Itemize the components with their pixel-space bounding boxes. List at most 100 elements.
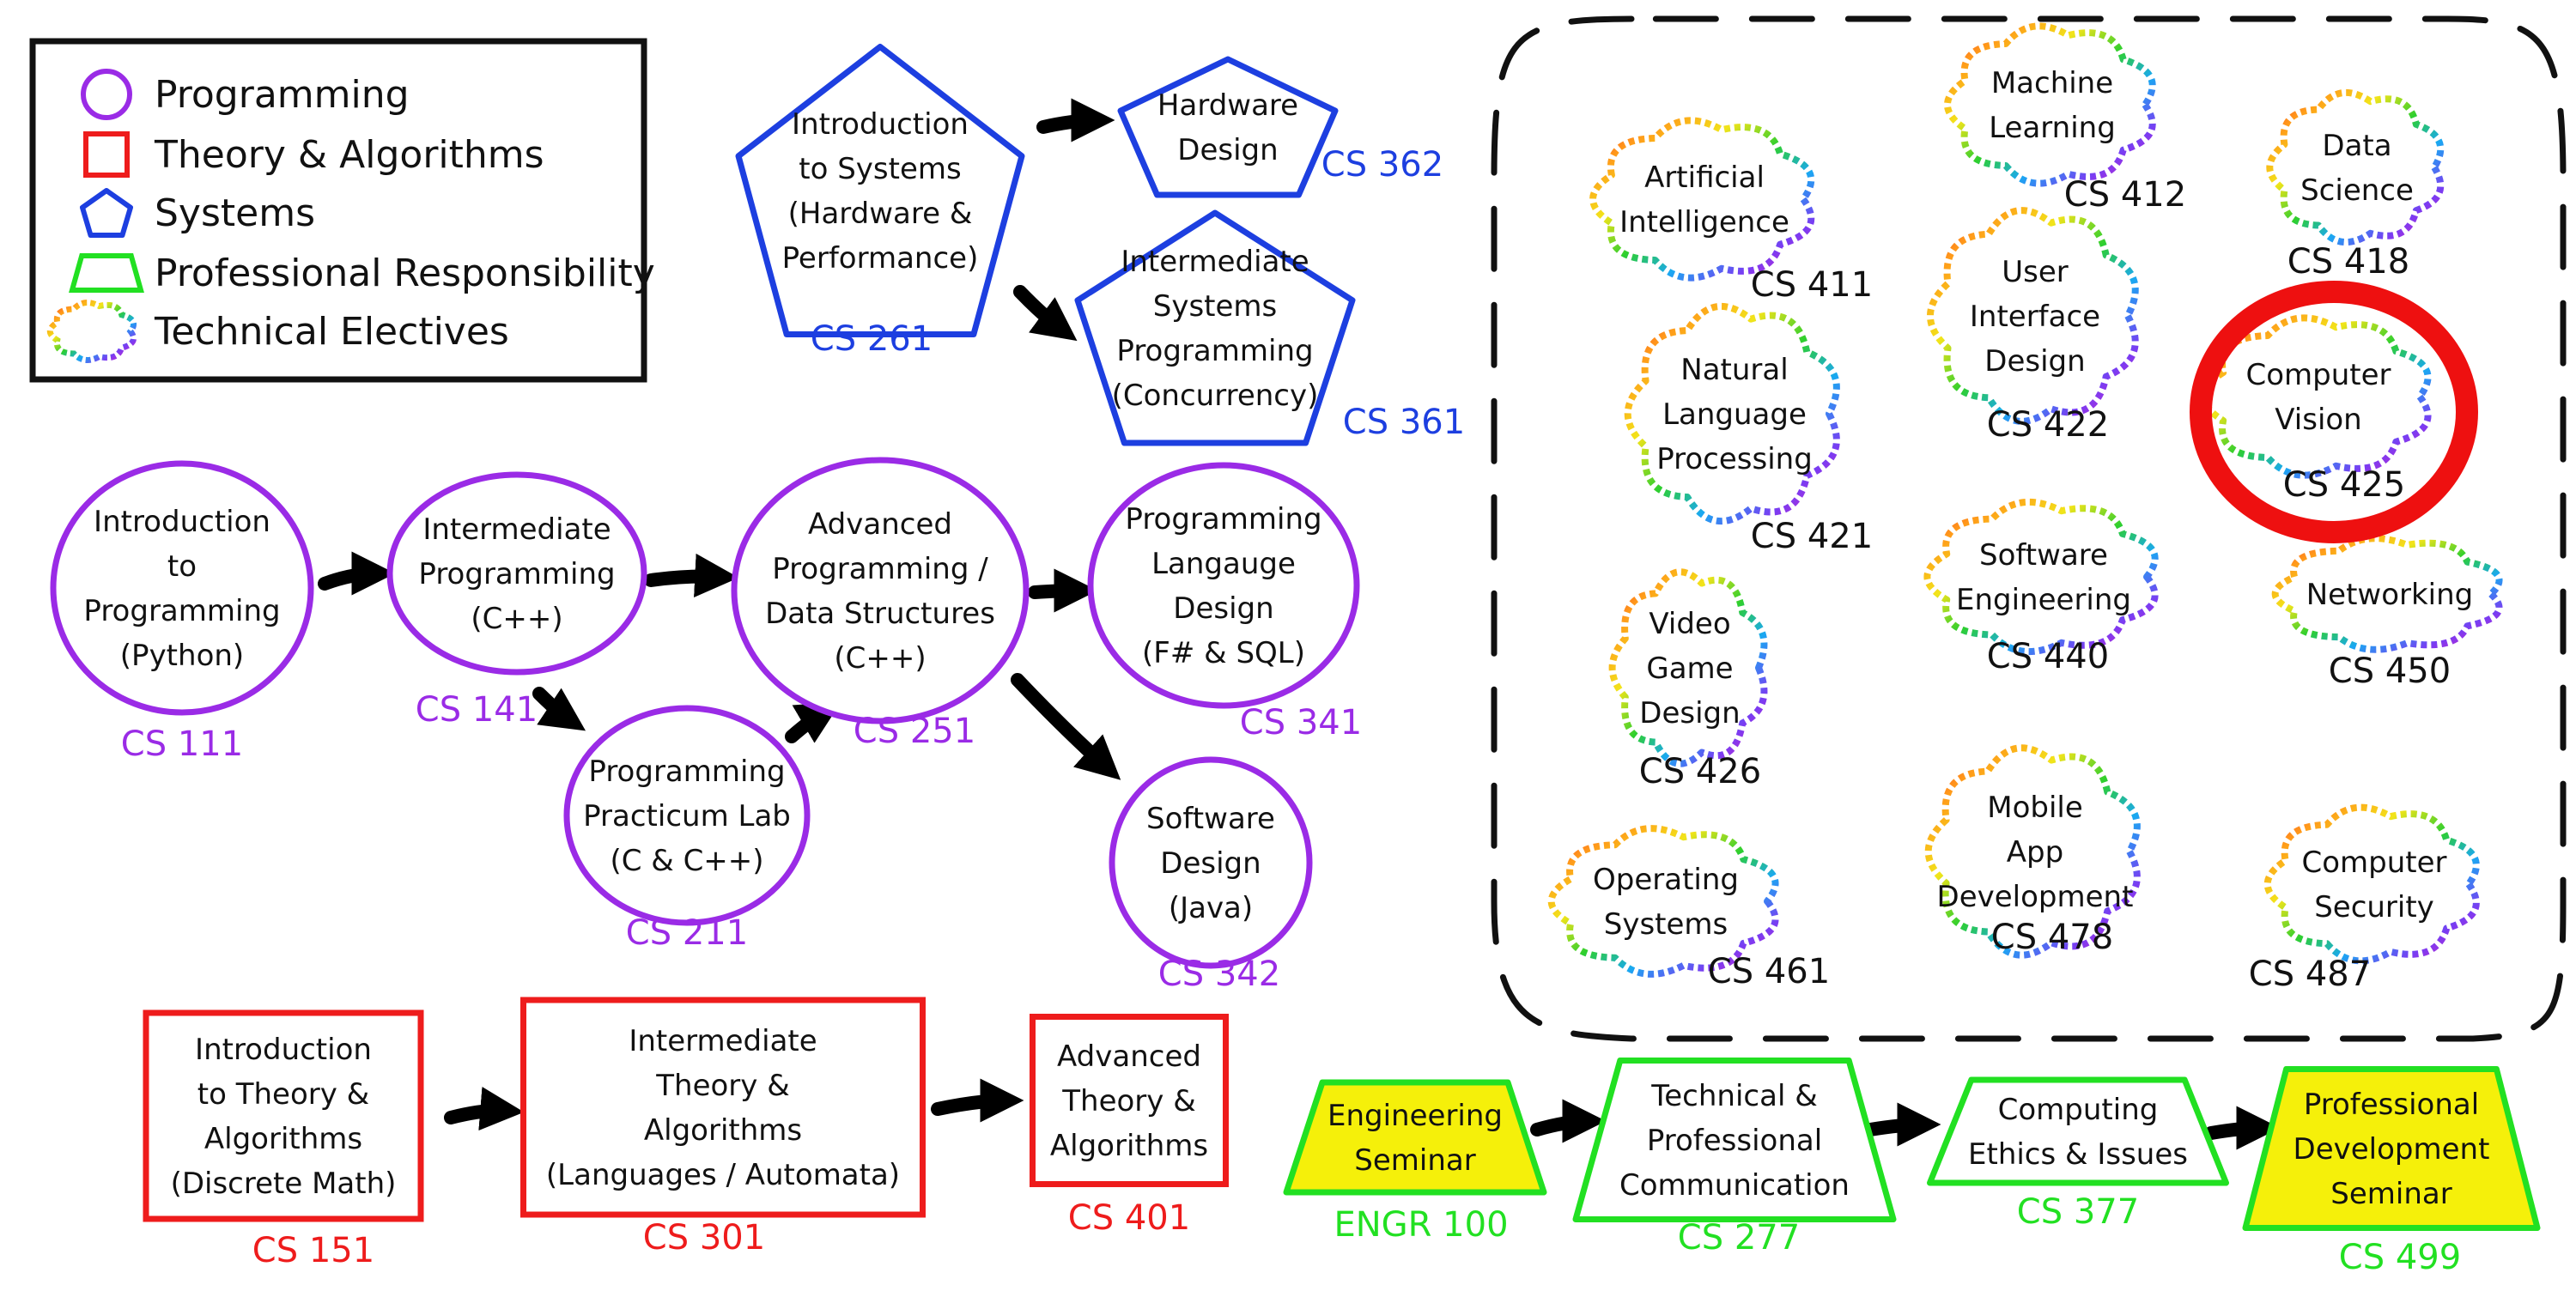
cs361-title-line: Programming (1116, 334, 1313, 368)
cs301-title-line: Intermediate (629, 1024, 817, 1058)
arrow-cs301-cs401 (931, 1078, 1024, 1123)
cs362-code: CS 362 (1321, 145, 1443, 185)
arrow-cs151-cs301 (444, 1087, 525, 1131)
legend-circle-icon (81, 69, 132, 120)
cs499-title-line: Seminar (2330, 1177, 2451, 1211)
cs411-title-line: Intelligence (1619, 205, 1789, 239)
elective-cs411-shape (1589, 117, 1815, 282)
course-cs499-shape (2242, 1066, 2541, 1231)
cs342-title-line: Software (1146, 802, 1275, 836)
course-cs251-shape (731, 457, 1030, 724)
course-shapes (50, 22, 2541, 1231)
elective-cs422-shape (1926, 207, 2139, 425)
cs422-title-line: User (2002, 255, 2069, 289)
electives-boundary (1491, 15, 2567, 1042)
cs422-title-line: Design (1984, 344, 2085, 379)
cs418-code: CS 418 (2287, 242, 2409, 282)
cs421-title-line: Natural (1680, 353, 1788, 387)
cs450-title: Networking (2306, 578, 2474, 612)
cs261-title-line: to Systems (799, 152, 961, 186)
cs487-title-line: Security (2314, 890, 2434, 924)
cs261-title-line: Performance) (782, 241, 979, 276)
cs342-title-line: Design (1160, 846, 1261, 881)
cs425-title-line: Computer (2245, 358, 2391, 392)
cs341-title-line: Design (1173, 591, 1273, 626)
engr100-code: ENGR 100 (1334, 1205, 1508, 1245)
cs421-code: CS 421 (1751, 517, 1873, 556)
legend-trapezoid-icon (69, 253, 144, 293)
elective-cs478-shape (1924, 744, 2141, 959)
cs425-title-line: Vision (2275, 403, 2361, 437)
cs211-title-line: Practicum Lab (583, 799, 791, 833)
course-cs362-shape (1117, 56, 1339, 198)
cs151-title-line: (Discrete Math) (171, 1167, 397, 1201)
cs361-title-line: Intermediate (1121, 245, 1309, 279)
cs487-code: CS 487 (2249, 955, 2371, 994)
cs141-title-line: Intermediate (422, 512, 611, 547)
legend-cloud-icon (46, 300, 137, 363)
cs499-title-line: Professional (2304, 1088, 2479, 1122)
elective-cs487-shape (2263, 803, 2480, 965)
cs440-code: CS 440 (1987, 637, 2109, 676)
cs401-code: CS 401 (1068, 1198, 1190, 1238)
elective-cs426-shape (1608, 568, 1768, 767)
cs261-title: Introduction to Systems (Hardware & Perform… (782, 107, 979, 276)
cs377-title-line: Computing (1998, 1093, 2159, 1127)
cs151-title-line: Introduction (195, 1033, 372, 1067)
legend-label-0: Programming (155, 73, 410, 117)
cs261-title-line: (Hardware & (788, 197, 973, 231)
cs487-title-line: Computer (2301, 846, 2446, 880)
engr100-title-line: Seminar (1354, 1143, 1475, 1178)
cs341-title-line: Langauge (1151, 547, 1296, 581)
cs341-title-line: (F# & SQL) (1142, 636, 1305, 670)
cs151-code: CS 151 (252, 1231, 374, 1270)
cs341-title-line: Programming (1125, 502, 1321, 536)
elective-cs418-shape (2266, 88, 2445, 246)
cs362-title-line: Design (1177, 133, 1278, 167)
arrow-cs111-cs141 (318, 551, 396, 596)
cs261-code: CS 261 (811, 319, 933, 359)
cs411-code: CS 411 (1751, 265, 1873, 305)
cs422-code: CS 422 (1987, 405, 2109, 445)
course-cs401-shape (1030, 1014, 1229, 1187)
cs151-title-line: to Theory & (197, 1077, 369, 1112)
cs440-title-line: Engineering (1956, 583, 2131, 617)
course-cs377-shape (1927, 1076, 2229, 1186)
cs425-code: CS 425 (2283, 465, 2405, 505)
course-cs111-shape (50, 460, 314, 716)
arrow-cs251-cs342 (1011, 673, 1121, 780)
cs211-title-line: (C & C++) (610, 844, 763, 878)
cs342-code: CS 342 (1158, 955, 1280, 994)
cs426-code: CS 426 (1639, 752, 1761, 791)
elective-cs412-shape (1943, 22, 2156, 187)
cs461-code: CS 461 (1708, 952, 1830, 991)
cs141-title-line: Programming (418, 557, 615, 591)
arrow-cs261-cs362 (1036, 98, 1115, 142)
course-cs361-shape (1074, 209, 1356, 446)
cs499-code: CS 499 (2339, 1238, 2461, 1277)
cs361-title-line: Systems (1153, 289, 1278, 324)
elective-cs450-shape (2271, 535, 2503, 653)
cs499-title-line: Development (2293, 1132, 2490, 1167)
cs141-code: CS 141 (416, 690, 538, 730)
cs421-title-line: Language (1662, 397, 1807, 432)
cs422-title-line: Interface (1970, 300, 2100, 334)
cs261-title-line: Introduction (792, 107, 969, 142)
legend-label-2: Systems (155, 191, 315, 235)
cs461-title-line: Systems (1604, 907, 1728, 942)
